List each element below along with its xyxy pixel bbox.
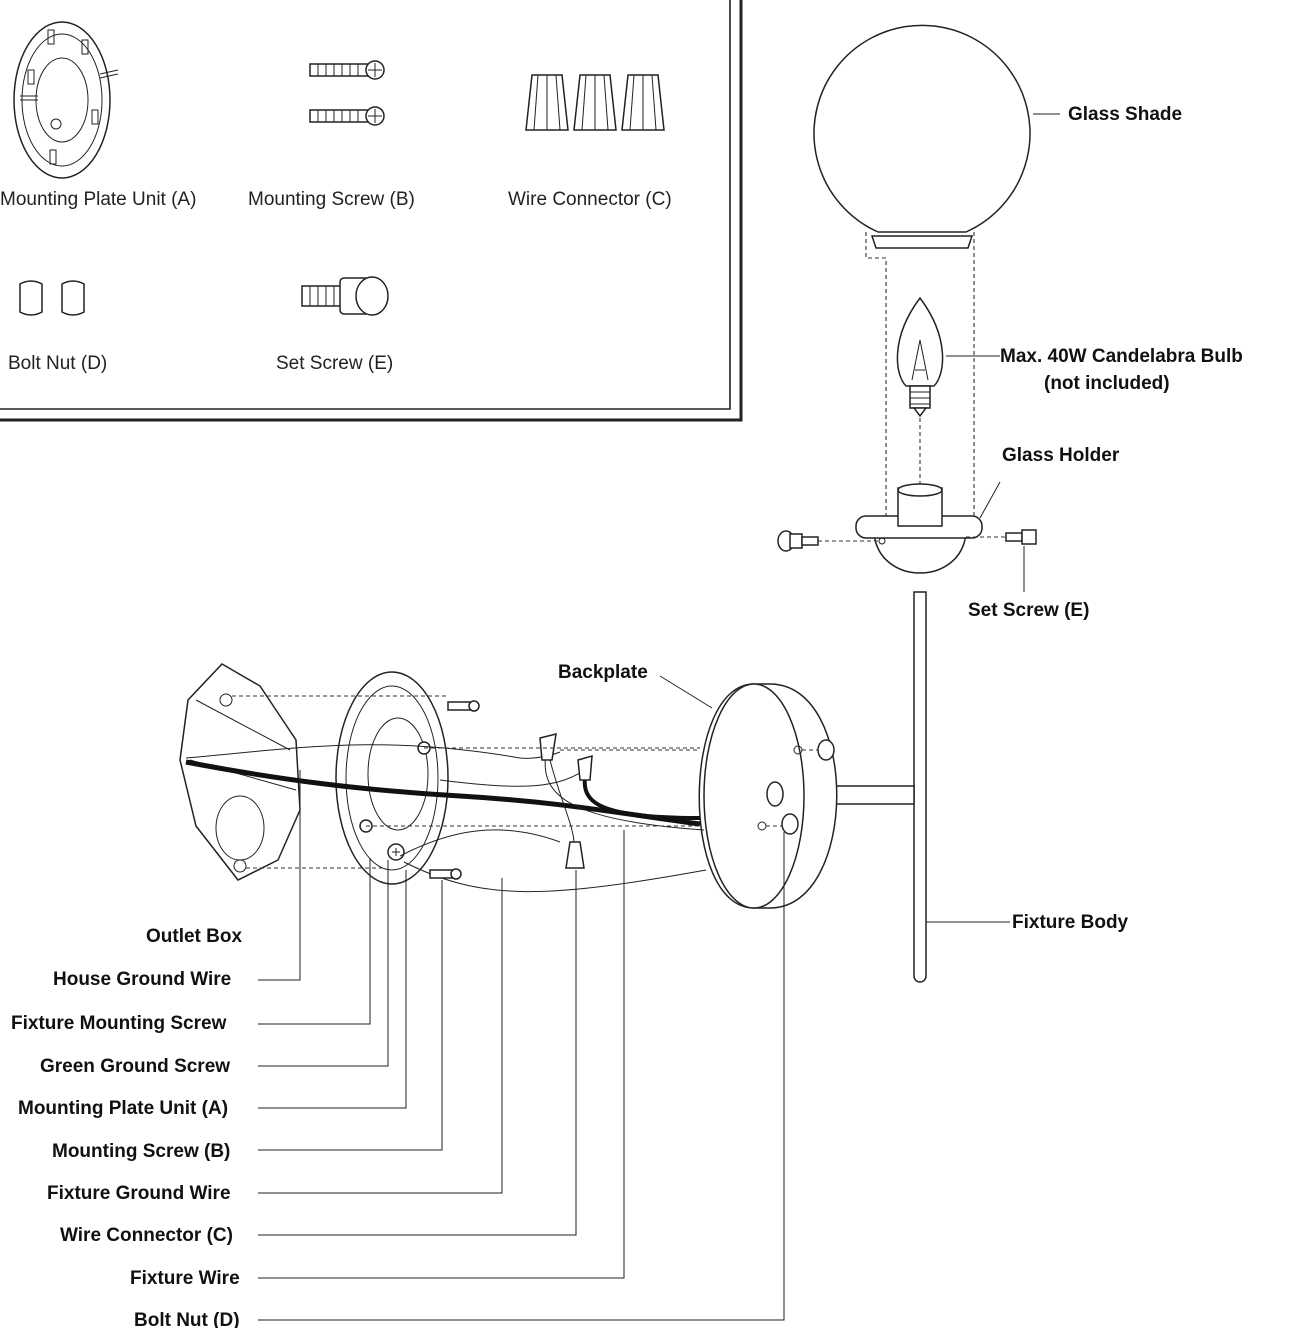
leader-mounting-plate-unit xyxy=(258,870,407,1109)
glass-holder xyxy=(855,483,983,574)
backplate xyxy=(698,683,838,909)
assembly-screw-bottom xyxy=(429,868,462,880)
leader-bolt-nut xyxy=(258,832,785,1321)
mounting-plate-assembly xyxy=(335,671,449,885)
leader-house-ground-wire xyxy=(258,770,301,981)
mounting-plate-icon xyxy=(13,21,119,179)
label-glass-shade: Glass Shade xyxy=(1068,104,1182,125)
leader-fixture-mounting-screw xyxy=(258,858,371,1025)
holder-set-screw-right xyxy=(1005,529,1037,545)
label-glass-holder: Glass Holder xyxy=(1002,445,1120,466)
leader-mounting-screw xyxy=(258,880,443,1151)
mounting-screw-icon xyxy=(309,60,385,126)
leader-fixture-wire xyxy=(258,830,625,1279)
bolt-nut-icon xyxy=(19,280,85,316)
leader-wire-connector xyxy=(258,870,577,1236)
label-set-screw: Set Screw (E) xyxy=(968,600,1089,621)
label-fixture-wire: Fixture Wire xyxy=(130,1268,240,1289)
parts-wire-connector-label: Wire Connector (C) xyxy=(508,189,672,210)
leader-fixture-ground-wire xyxy=(258,878,503,1194)
parts-mounting-screw-label: Mounting Screw (B) xyxy=(248,189,415,210)
label-green-ground-screw: Green Ground Screw xyxy=(40,1056,230,1077)
label-wire-connector: Wire Connector (C) xyxy=(60,1225,233,1246)
fixture-body xyxy=(775,591,927,983)
parts-set-screw-label: Set Screw (E) xyxy=(276,353,393,374)
label-fixture-body: Fixture Body xyxy=(1012,912,1129,933)
glass-shade xyxy=(813,24,1031,249)
candelabra-bulb xyxy=(896,296,944,418)
label-outlet-box: Outlet Box xyxy=(146,926,242,947)
parts-bolt-nut-label: Bolt Nut (D) xyxy=(8,353,107,374)
assembly-guide-lines xyxy=(232,695,700,869)
label-bulb-line1: Max. 40W Candelabra Bulb xyxy=(1000,346,1243,367)
shade-guide-lines xyxy=(865,232,975,518)
label-mounting-screw: Mounting Screw (B) xyxy=(52,1141,230,1162)
label-fixture-ground-wire: Fixture Ground Wire xyxy=(47,1183,231,1204)
label-fixture-mounting-screw: Fixture Mounting Screw xyxy=(11,1013,227,1034)
assembly-wire-connectors xyxy=(539,732,593,869)
holder-set-screw-left xyxy=(777,530,819,552)
label-backplate: Backplate xyxy=(558,662,648,683)
glass-holder-leader xyxy=(979,481,1001,519)
parts-box xyxy=(0,0,743,422)
parts-mounting-plate-label: Mounting Plate Unit (A) xyxy=(0,189,196,210)
set-screw-icon xyxy=(301,276,389,316)
label-house-ground-wire: House Ground Wire xyxy=(53,969,231,990)
backplate-leader xyxy=(659,675,713,709)
label-bolt-nut: Bolt Nut (D) xyxy=(134,1310,240,1328)
label-bulb-line2: (not included) xyxy=(1044,373,1170,394)
label-mounting-plate-unit: Mounting Plate Unit (A) xyxy=(18,1098,228,1119)
assembly-screw-top xyxy=(447,700,480,712)
wire-connector-icon xyxy=(525,74,665,131)
leader-green-ground-screw xyxy=(258,860,389,1067)
